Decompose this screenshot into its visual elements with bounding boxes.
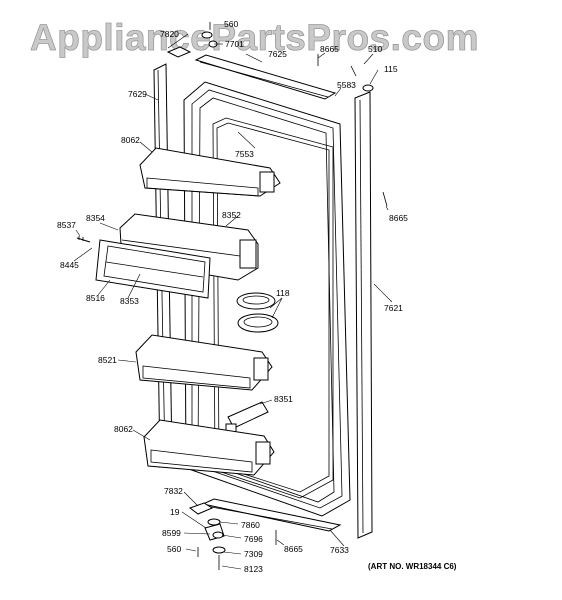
label-118: 118 [276,288,290,298]
dairy-door-part [95,239,211,299]
watermark: AppliancePartsPros.com [30,17,479,58]
label-8353: 8353 [120,296,139,306]
label-510: 510 [368,44,382,54]
label-8665-top: 8665 [320,44,339,54]
label-7701: 7701 [225,39,244,49]
top-cap-part [194,54,337,100]
label-7633: 7633 [330,545,349,555]
bottom-cap-part [201,498,342,532]
label-7696: 7696 [244,534,263,544]
label-560-bottom: 560 [167,544,181,554]
label-7553: 7553 [235,149,254,159]
label-8062-bottom: 8062 [114,424,133,434]
label-560-top: 560 [224,19,238,29]
right-trim-strip-part [354,91,373,539]
label-7629: 7629 [128,89,147,99]
screw-8537-part [76,236,91,243]
label-8352: 8352 [222,210,241,220]
label-7621: 7621 [384,303,403,313]
label-8599: 8599 [162,528,181,538]
label-7820: 7820 [160,29,179,39]
label-8062-top: 8062 [121,135,140,145]
door-bin-middle-part [135,334,273,391]
label-7860: 7860 [241,520,260,530]
part-labels: 7820 560 7701 7625 8665 510 115 5583 762… [57,19,408,574]
door-bin-bottom-part [143,419,275,476]
label-8445: 8445 [60,260,79,270]
label-7832: 7832 [164,486,183,496]
label-8123: 8123 [244,564,263,574]
label-8665-right: 8665 [389,213,408,223]
door-bin-top-part [139,147,281,197]
label-19: 19 [170,507,180,517]
label-8351: 8351 [274,394,293,404]
label-8354: 8354 [86,213,105,223]
bottom-hinge-part [188,54,388,570]
label-8521: 8521 [98,355,117,365]
label-115: 115 [384,64,398,74]
egg-tray-part [236,292,279,333]
leader-lines [73,33,393,570]
label-7309: 7309 [244,549,263,559]
art-number: (ART NO. WR18344 C6) [368,562,457,571]
label-5583: 5583 [337,80,356,90]
label-7625: 7625 [268,49,287,59]
label-8665-bottom: 8665 [284,544,303,554]
label-8516: 8516 [86,293,105,303]
label-8537: 8537 [57,220,76,230]
